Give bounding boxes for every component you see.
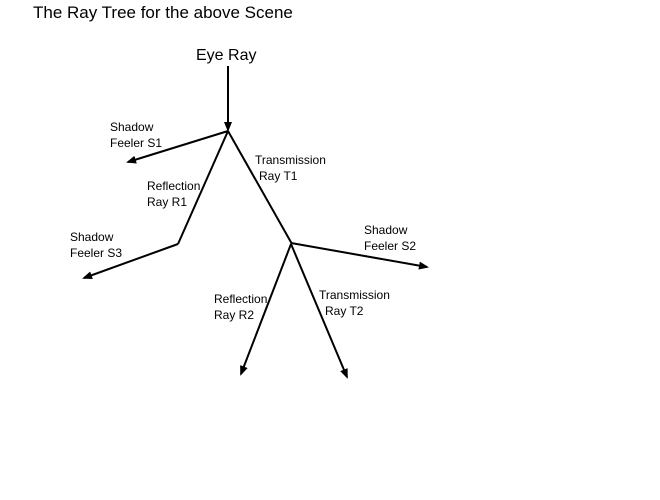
r1-label-line1: Reflection — [147, 179, 200, 193]
shadow-feeler-s3-arrow — [82, 243, 179, 280]
s3-label-line2: Feeler S3 — [70, 246, 122, 260]
s2-label-line1: Shadow — [364, 223, 408, 237]
t1-label-line2: Ray T1 — [259, 169, 298, 183]
s3-label-line1: Shadow — [70, 230, 114, 244]
eye-ray-label: Eye Ray — [196, 47, 256, 64]
r2-label-line2: Ray R2 — [214, 308, 254, 322]
r1-label-line2: Ray R1 — [147, 195, 187, 209]
transmission-ray-t2-arrow — [290, 243, 348, 379]
s1-label-line1: Shadow — [110, 120, 154, 134]
transmission-ray-t1-line — [227, 130, 293, 245]
shadow-feeler-s1-arrow — [126, 130, 229, 164]
t2-label-line1: Transmission — [319, 288, 390, 302]
diagram-title: The Ray Tree for the above Scene — [33, 3, 293, 22]
reflection-ray-r2-arrow — [240, 243, 292, 376]
reflection-ray-r1-line — [177, 130, 229, 245]
r2-label-line1: Reflection — [214, 292, 267, 306]
t1-label-line1: Transmission — [255, 153, 326, 167]
t2-label-line2: Ray T2 — [325, 304, 364, 318]
s1-label-line2: Feeler S1 — [110, 136, 162, 150]
shadow-feeler-s2-arrow — [290, 242, 429, 270]
s2-label-line2: Feeler S2 — [364, 239, 416, 253]
